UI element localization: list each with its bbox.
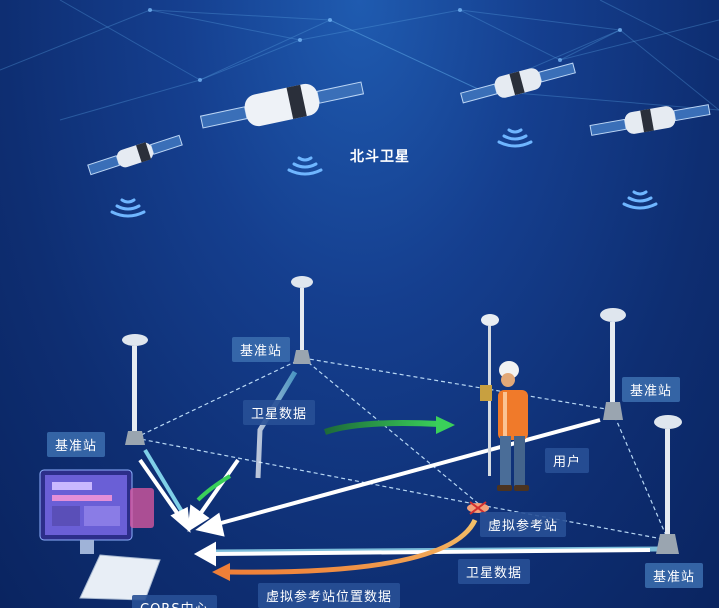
signal-wave-icon bbox=[110, 198, 146, 218]
signal-wave-icon bbox=[622, 190, 658, 210]
satellite-data-label-top: 卫星数据 bbox=[243, 400, 316, 425]
signal-wave-icon bbox=[497, 128, 533, 148]
base-station-label-top: 基准站 bbox=[232, 337, 291, 362]
signal-wave-icon bbox=[287, 156, 323, 176]
cors-computer-icon bbox=[39, 469, 161, 601]
user-label: 用户 bbox=[545, 448, 590, 473]
beidou-satellite-label: 北斗卫星 bbox=[350, 149, 410, 165]
base-station-icon bbox=[291, 276, 313, 364]
base-station-label-right: 基准站 bbox=[622, 377, 681, 402]
base-station-icon bbox=[122, 334, 148, 445]
satellite-icon bbox=[589, 104, 711, 136]
surveyor-user-icon bbox=[480, 314, 529, 491]
base-station-icon bbox=[600, 308, 626, 420]
satellite-data-label-bottom: 卫星数据 bbox=[458, 559, 531, 584]
virtual-station-position-data-label: 虚拟参考站位置数据 bbox=[258, 583, 401, 608]
cors-center-label: CORS中心 bbox=[132, 595, 217, 608]
satellite-icon bbox=[199, 81, 365, 129]
base-station-icon bbox=[654, 415, 682, 554]
base-station-label-bottom-right: 基准站 bbox=[645, 563, 704, 588]
base-station-label-left: 基准站 bbox=[47, 432, 106, 457]
satellite-icon bbox=[460, 62, 576, 104]
virtual-station-label: 虚拟参考站 bbox=[480, 512, 567, 537]
satellite-icon bbox=[87, 134, 183, 176]
